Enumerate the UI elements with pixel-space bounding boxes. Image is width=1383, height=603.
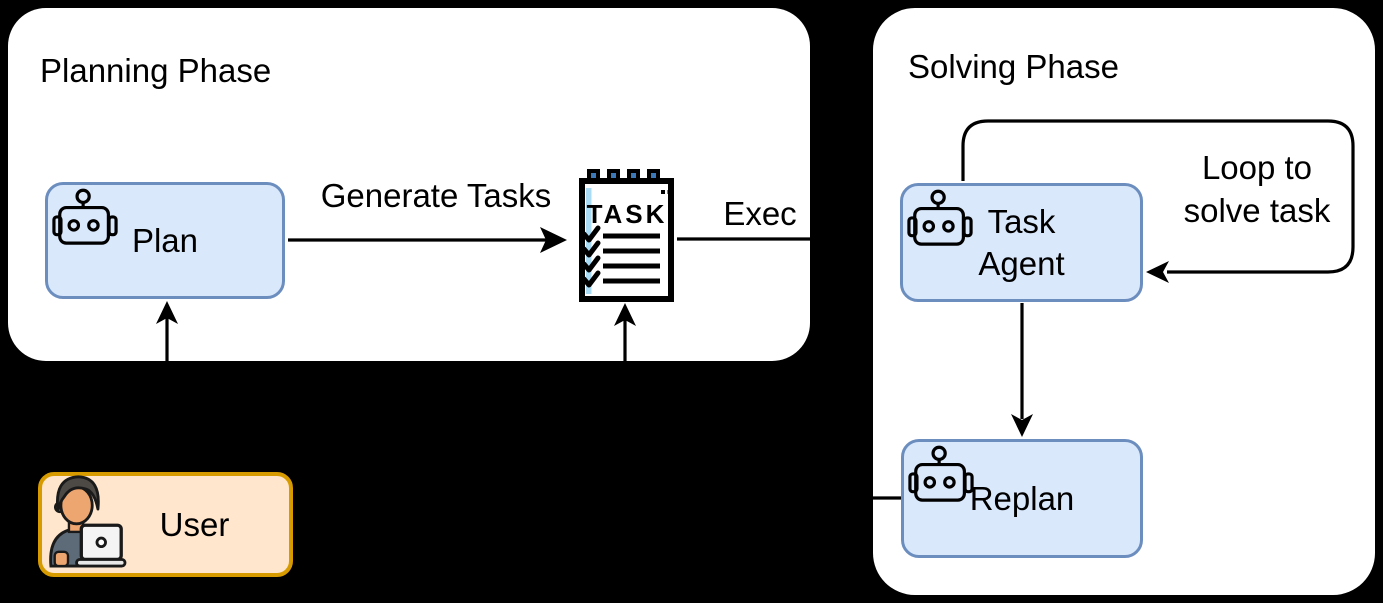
exec-label: Exec — [723, 195, 797, 232]
robot-icon — [907, 189, 973, 246]
generate-tasks-label: Generate Tasks — [320, 177, 552, 214]
task-agent-node-label: Task Agent — [978, 202, 1065, 282]
robot-icon — [52, 188, 118, 245]
user-laptop-icon — [49, 475, 127, 568]
loop-label-line2: solve task — [1183, 192, 1331, 229]
replan-node: Replan — [901, 439, 1143, 558]
planning-phase-title: Planning Phase — [40, 52, 272, 89]
robot-icon — [908, 445, 974, 502]
user-node-label: User — [159, 505, 230, 543]
replan-node-label: Replan — [969, 479, 1075, 517]
solving-phase-title: Solving Phase — [908, 48, 1119, 85]
task-agent-node: Task Agent — [900, 183, 1143, 302]
user-node: User — [38, 472, 293, 577]
loop-label: Loop to solve task — [1157, 146, 1357, 232]
plan-node-label: Plan — [131, 221, 199, 259]
loop-label-line1: Loop to — [1201, 149, 1313, 186]
plan-node: Plan — [45, 182, 285, 299]
